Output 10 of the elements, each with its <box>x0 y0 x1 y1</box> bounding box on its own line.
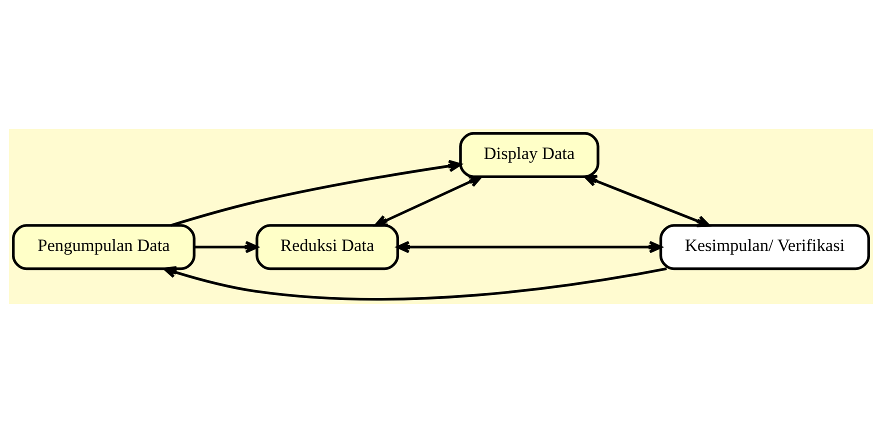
arrow <box>170 159 462 226</box>
node-box: Pengumpulan Data <box>11 224 195 270</box>
node-box: Kesimpulan/ Verifikasi <box>658 224 870 270</box>
node-box: Display Data <box>458 132 599 178</box>
node-box: Reduksi Data <box>255 224 399 270</box>
arrow <box>374 175 482 226</box>
arrow <box>583 174 710 227</box>
arrow <box>396 240 662 253</box>
arrow <box>162 266 666 300</box>
arrow <box>194 240 258 253</box>
